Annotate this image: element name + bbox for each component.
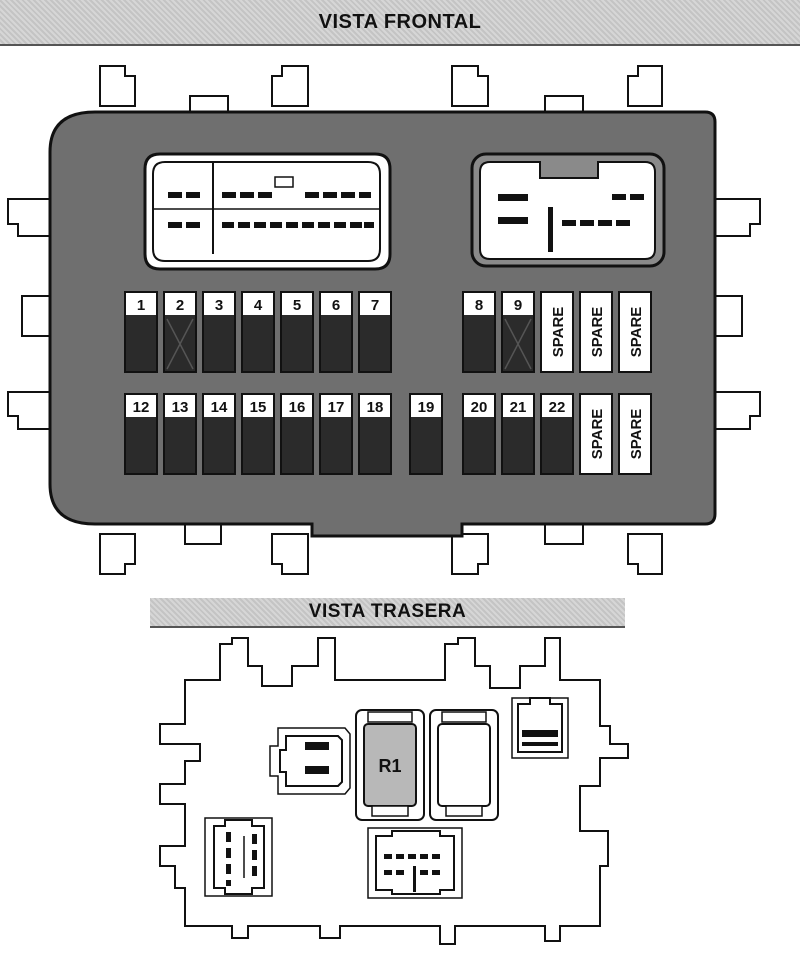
spare-label: SPARE: [589, 409, 606, 460]
spare-label: SPARE: [628, 307, 645, 358]
fuse-15: 15: [241, 393, 275, 475]
fuse-label: 13: [172, 399, 189, 416]
rear-connector-left: [269, 727, 351, 795]
fuse-label: 16: [289, 399, 306, 416]
rear-view-diagram: R1: [159, 637, 629, 945]
spare-label: SPARE: [550, 307, 567, 358]
rear-connector-bottom-left: [204, 817, 273, 897]
mounting-tabs: [7, 65, 761, 575]
relay-r1: R1: [355, 709, 425, 821]
main-connector-right: [470, 152, 666, 268]
fuse-18: 18: [358, 393, 392, 475]
fuse-label: 14: [211, 399, 228, 416]
rear-connector-bottom-center: [367, 827, 463, 899]
connector-pins-upper: [168, 192, 371, 198]
spare-label: SPARE: [628, 409, 645, 460]
fuse-12: 12: [124, 393, 158, 475]
fuse-label: 18: [367, 399, 384, 416]
fuse-14: 14: [202, 393, 236, 475]
fuse-3: 3: [202, 291, 236, 373]
fuse-label: 3: [215, 297, 223, 314]
spare-fuse-slot: SPARE: [579, 291, 613, 373]
fuse-9: 9: [501, 291, 535, 373]
spare-fuse-slot: SPARE: [618, 291, 652, 373]
fuse-8: 8: [462, 291, 496, 373]
spare-label: SPARE: [589, 307, 606, 358]
rear-view-title: VISTA TRASERA: [150, 598, 625, 628]
fuse-label: 12: [133, 399, 150, 416]
fuse-label: 5: [293, 297, 301, 314]
spare-fuse-slot: SPARE: [540, 291, 574, 373]
fuse-label: 15: [250, 399, 267, 416]
fuse-21: 21: [501, 393, 535, 475]
fuse-label: 22: [549, 399, 566, 416]
fuse-label: 4: [254, 297, 263, 314]
fuse-17: 17: [319, 393, 353, 475]
fuse-label: 7: [371, 297, 379, 314]
main-connector-left: [143, 152, 392, 271]
spare-fuse-slot: SPARE: [579, 393, 613, 475]
fuse-1: 1: [124, 291, 158, 373]
fuse-4: 4: [241, 291, 275, 373]
fuse-label: 20: [471, 399, 488, 416]
fuse-19: 19: [409, 393, 443, 475]
fuse-7: 7: [358, 291, 392, 373]
fuse-label: 1: [137, 297, 145, 314]
fuse-16: 16: [280, 393, 314, 475]
connector-pins-right: [498, 194, 644, 252]
fuse-5: 5: [280, 291, 314, 373]
fuse-label: 17: [328, 399, 345, 416]
fuse-2: 2: [163, 291, 197, 373]
relay-r1-label: R1: [378, 756, 401, 776]
fuse-label: 9: [514, 297, 522, 314]
fuse-label: 21: [510, 399, 527, 416]
fuse-label: 19: [418, 399, 435, 416]
fuse-22: 22: [540, 393, 574, 475]
fuse-13: 13: [163, 393, 197, 475]
fuse-label: 2: [176, 297, 184, 314]
fuse-label: 6: [332, 297, 340, 314]
front-view-title: VISTA FRONTAL: [0, 0, 800, 46]
spare-fuse-slot: SPARE: [618, 393, 652, 475]
relay-slot-empty: [429, 709, 499, 821]
rear-connector-top-right: [511, 697, 569, 759]
fuse-6: 6: [319, 291, 353, 373]
fuse-20: 20: [462, 393, 496, 475]
fuse-label: 8: [475, 297, 483, 314]
connector-pins-lower: [168, 222, 374, 228]
